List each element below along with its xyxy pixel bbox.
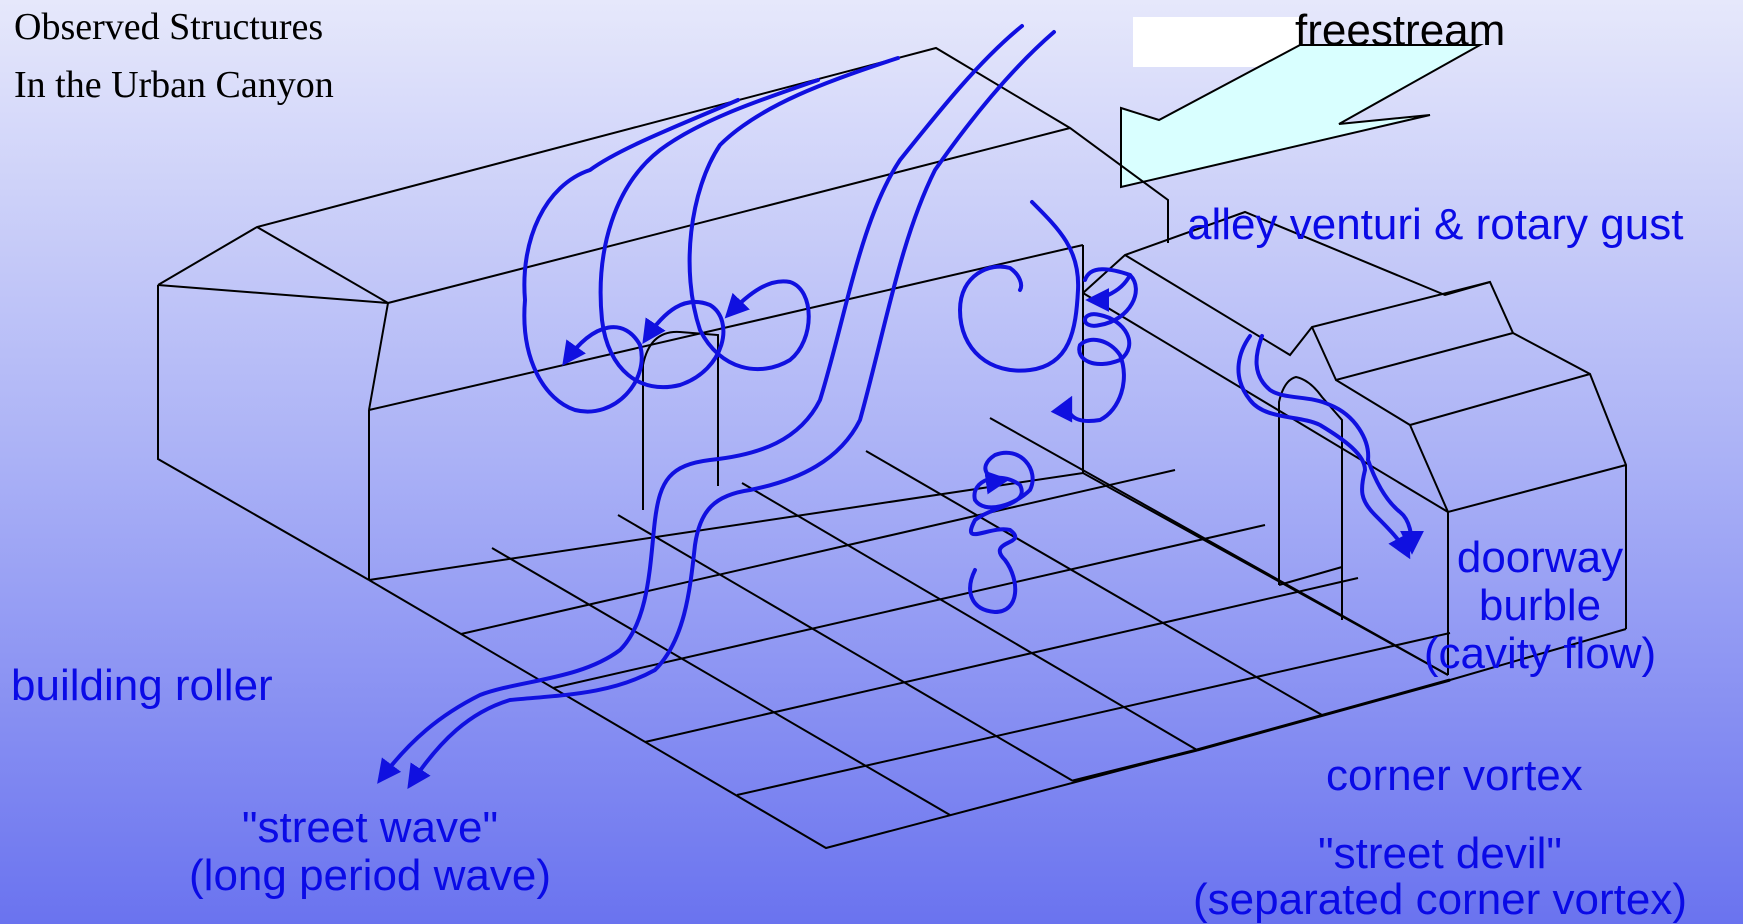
street-wave-path-2 bbox=[407, 30, 1056, 789]
doorway-label-line-2: burble bbox=[1478, 581, 1602, 630]
street-wave-label-line-2: (long period wave) bbox=[189, 851, 551, 900]
doorway-burble-label: doorway burble (cavity flow) bbox=[1400, 536, 1680, 676]
building-roller-loop-3 bbox=[687, 56, 900, 372]
alley-rotary-gust-right bbox=[1050, 267, 1138, 423]
doorway-burble-flow-1 bbox=[1236, 334, 1411, 560]
corner-vortex-label: corner vortex bbox=[1326, 751, 1583, 800]
street-grid bbox=[368, 417, 1627, 850]
doorway-label-line-3: (cavity flow) bbox=[1423, 629, 1657, 678]
street-wave-label-line-1: "street wave" bbox=[241, 803, 499, 852]
freestream-label: freestream bbox=[1295, 6, 1506, 55]
alley-venturi-label: alley venturi & rotary gust bbox=[1187, 200, 1684, 249]
street-devil-label: "street devil" (separated corner vortex) bbox=[1160, 832, 1720, 922]
street-devil-label-line-1: "street devil" bbox=[1318, 829, 1562, 878]
flow-structures bbox=[377, 24, 1424, 789]
diagram-title-line-2: In the Urban Canyon bbox=[14, 64, 334, 106]
building-roller-loop-1 bbox=[522, 98, 740, 414]
freestream-arrow bbox=[1120, 44, 1484, 189]
street-devil-corkscrew bbox=[968, 450, 1035, 614]
building-roller-label: building roller bbox=[11, 661, 273, 710]
doorway-label-line-1: doorway bbox=[1456, 533, 1624, 582]
street-wave-label: "street wave" (long period wave) bbox=[150, 806, 590, 898]
street-wave-path-1 bbox=[377, 24, 1024, 784]
doorway-burble-flow-2 bbox=[1254, 334, 1424, 555]
alley-rotary-gust-left bbox=[958, 200, 1081, 373]
building-roller-loop-2 bbox=[598, 78, 820, 390]
diagram-title-line-1: Observed Structures bbox=[14, 6, 324, 48]
street-devil-label-line-2: (separated corner vortex) bbox=[1193, 875, 1687, 924]
